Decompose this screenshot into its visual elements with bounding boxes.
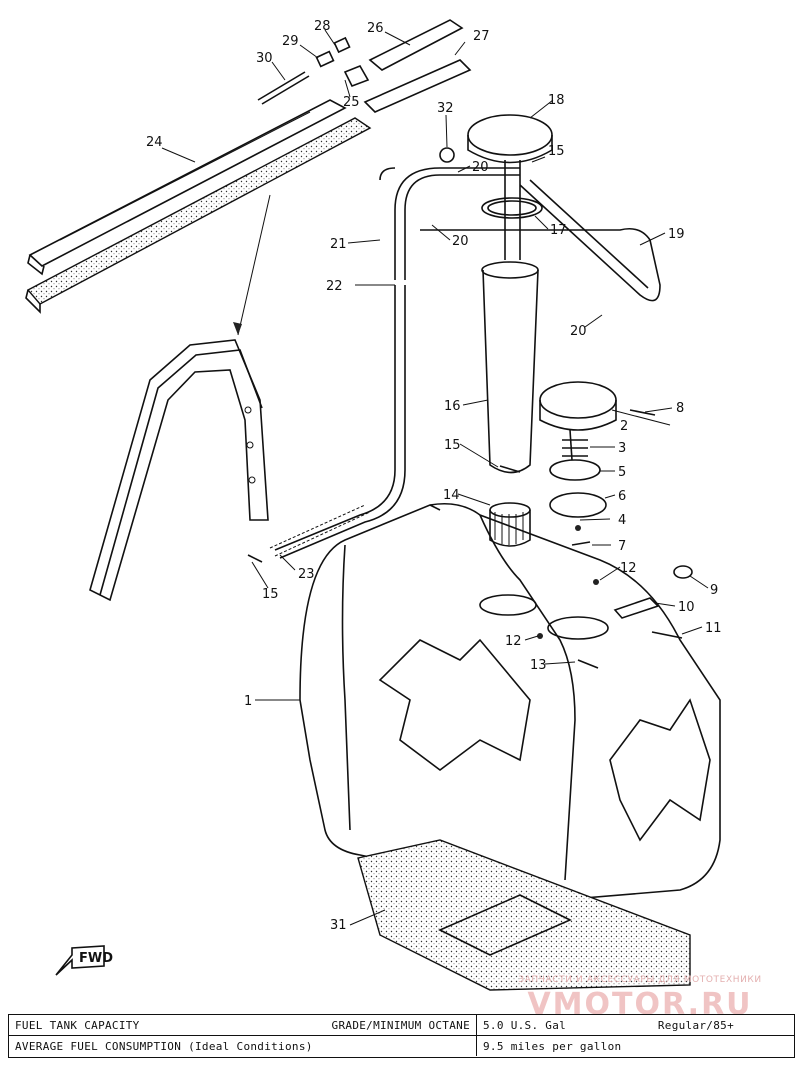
callout-numbers: 1 2 3 4 5 6 7 8 9 10 11 12 12 13 14 15 1… <box>146 19 722 933</box>
fuel-hose-assembly <box>269 167 661 559</box>
callout-16: 16 <box>444 399 461 414</box>
fuel-capacity-label: FUEL TANK CAPACITY <box>15 1018 140 1032</box>
fuel-tank <box>299 502 721 901</box>
callout-2: 2 <box>620 419 628 434</box>
callout-21: 21 <box>330 237 347 252</box>
fwd-label: FWD <box>79 951 113 966</box>
hold-down-straps <box>25 19 472 314</box>
callout-10: 10 <box>678 600 695 615</box>
callout-11: 11 <box>705 621 722 636</box>
callout-30: 30 <box>256 51 273 66</box>
callout-6: 6 <box>618 489 626 504</box>
spec-row-capacity: FUEL TANK CAPACITY GRADE/MINIMUM OCTANE … <box>9 1015 794 1036</box>
callout-8: 8 <box>676 401 684 416</box>
small-hardware <box>247 147 693 669</box>
callout-13: 13 <box>530 658 547 673</box>
fwd-arrow: FWD <box>55 945 113 976</box>
callout-3: 3 <box>618 441 626 456</box>
callout-24: 24 <box>146 135 163 150</box>
callout-9: 9 <box>710 583 718 598</box>
callout-25: 25 <box>343 95 360 110</box>
tank-base-pad <box>357 839 691 991</box>
octane-grade-label: GRADE/MINIMUM OCTANE <box>331 1018 470 1032</box>
callout-20-bottom: 20 <box>570 324 587 339</box>
callout-31: 31 <box>330 918 347 933</box>
callout-14: 14 <box>443 488 460 503</box>
watermark-tagline: ЗАПЧАСТИ И АКСЕССУАРЫ ДЛЯ МОТОТЕХНИКИ <box>518 975 762 985</box>
callout-20-top: 20 <box>472 160 489 175</box>
fuel-capacity-value: 5.0 U.S. Gal <box>483 1018 567 1032</box>
fuel-spec-table: FUEL TANK CAPACITY GRADE/MINIMUM OCTANE … <box>8 1014 795 1058</box>
callout-19: 19 <box>668 227 685 242</box>
fuel-pickup-unit <box>467 114 553 474</box>
callout-7: 7 <box>618 539 626 554</box>
callout-5: 5 <box>618 465 626 480</box>
callout-18: 18 <box>548 93 565 108</box>
callout-15-top: 15 <box>548 144 565 159</box>
fuel-filter <box>489 502 531 547</box>
callout-17: 17 <box>550 223 567 238</box>
callout-15-mid: 15 <box>444 438 461 453</box>
leader-lines <box>161 29 709 926</box>
fuel-consumption-label: AVERAGE FUEL CONSUMPTION (Ideal Conditio… <box>15 1039 313 1053</box>
fuel-cap-assembly <box>539 381 656 546</box>
watermark-site: VMOTOR.RU <box>527 987 753 1022</box>
fuel-consumption-value: 9.5 miles per gallon <box>483 1039 622 1053</box>
callout-20-mid: 20 <box>452 234 469 249</box>
callout-28: 28 <box>314 19 331 34</box>
callout-23: 23 <box>298 567 315 582</box>
callout-29: 29 <box>282 34 299 49</box>
tank-strap-arch <box>89 194 271 602</box>
callout-12-upper: 12 <box>620 561 637 576</box>
callout-32: 32 <box>437 101 454 116</box>
callout-4: 4 <box>618 513 626 528</box>
callout-15-left: 15 <box>262 587 279 602</box>
callout-1: 1 <box>244 694 252 709</box>
callout-27: 27 <box>473 29 490 44</box>
callout-26: 26 <box>367 21 384 36</box>
callout-12-lower: 12 <box>505 634 522 649</box>
callout-22: 22 <box>326 279 343 294</box>
watermark: ЗАПЧАСТИ И АКСЕССУАРЫ ДЛЯ МОТОТЕХНИКИ VM… <box>490 975 790 1022</box>
octane-grade-value: Regular/85+ <box>657 1018 734 1032</box>
spec-row-consumption: AVERAGE FUEL CONSUMPTION (Ideal Conditio… <box>9 1036 794 1056</box>
